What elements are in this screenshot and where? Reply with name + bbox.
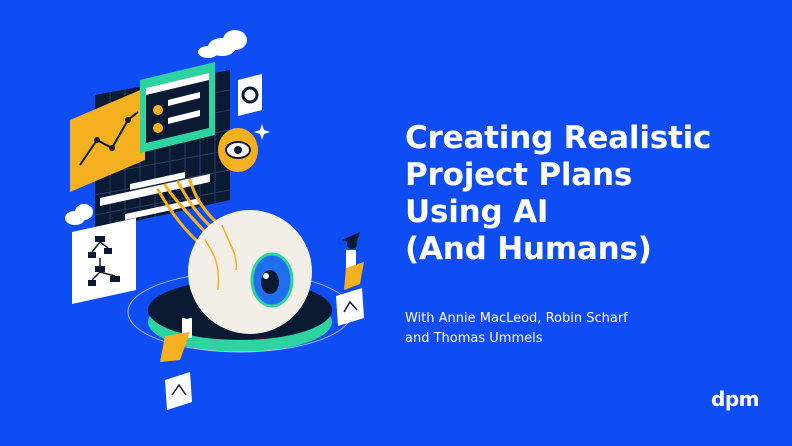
page-title: Creating Realistic Project Plans Using A… [405,120,765,268]
line-chart-icon [70,88,145,192]
presenters-subtitle: With Annie MacLeod, Robin Scharf and Tho… [405,309,735,349]
cloud-icon [65,30,247,225]
title-line: Using AI [405,194,549,230]
person-figure [160,309,192,410]
eye-icon [218,128,258,172]
brand-logo: dpm [711,387,759,411]
subtitle-line: With Annie MacLeod, Robin Scharf [405,311,628,326]
flowchart-icon [72,218,136,304]
profile-card-icon [140,62,215,153]
title-line: (And Humans) [405,231,652,267]
sparkle-icon [254,124,270,140]
title-line: Creating Realistic [405,120,712,156]
hero-illustration [65,30,364,410]
subtitle-line: and Thomas Ummels [405,331,543,346]
eyeball [188,210,312,334]
title-line: Project Plans [405,157,633,193]
person-figure [336,232,364,326]
target-icon [238,74,262,116]
